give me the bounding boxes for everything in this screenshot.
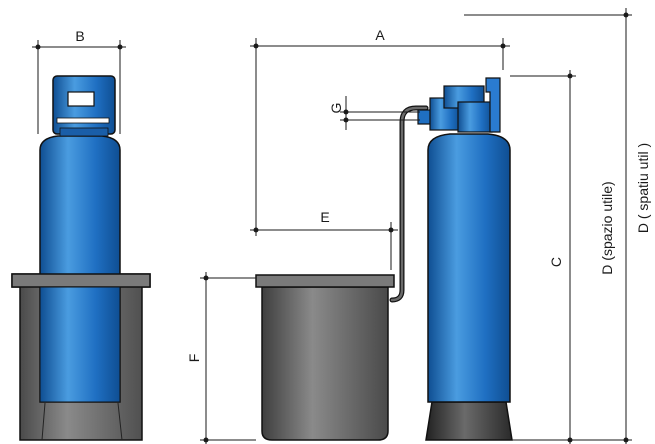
dimension-e: E xyxy=(250,209,398,270)
dimension-d: D (spazio utile) D ( spatiu util ) xyxy=(464,8,651,444)
cabinet-softener xyxy=(11,75,151,441)
label-a: A xyxy=(375,27,385,43)
brine-hose xyxy=(389,105,429,303)
label-e: E xyxy=(320,209,329,225)
dimension-b: B xyxy=(32,28,126,134)
label-d-spazio-utile: D (spazio utile) xyxy=(599,181,615,274)
display-icon xyxy=(67,91,95,107)
brine-tank xyxy=(255,274,395,441)
label-c: C xyxy=(548,257,564,267)
dimension-c: C xyxy=(510,70,576,444)
dimension-g: G xyxy=(328,96,420,130)
dimension-f: F xyxy=(186,272,256,444)
resin-tank xyxy=(425,133,513,441)
control-valve xyxy=(417,77,501,133)
label-b: B xyxy=(75,28,84,44)
label-d-spatiu-util: D ( spatiu util ) xyxy=(635,143,651,233)
label-f: F xyxy=(186,354,202,363)
label-g: G xyxy=(328,103,344,114)
dimension-a: A xyxy=(250,27,510,236)
